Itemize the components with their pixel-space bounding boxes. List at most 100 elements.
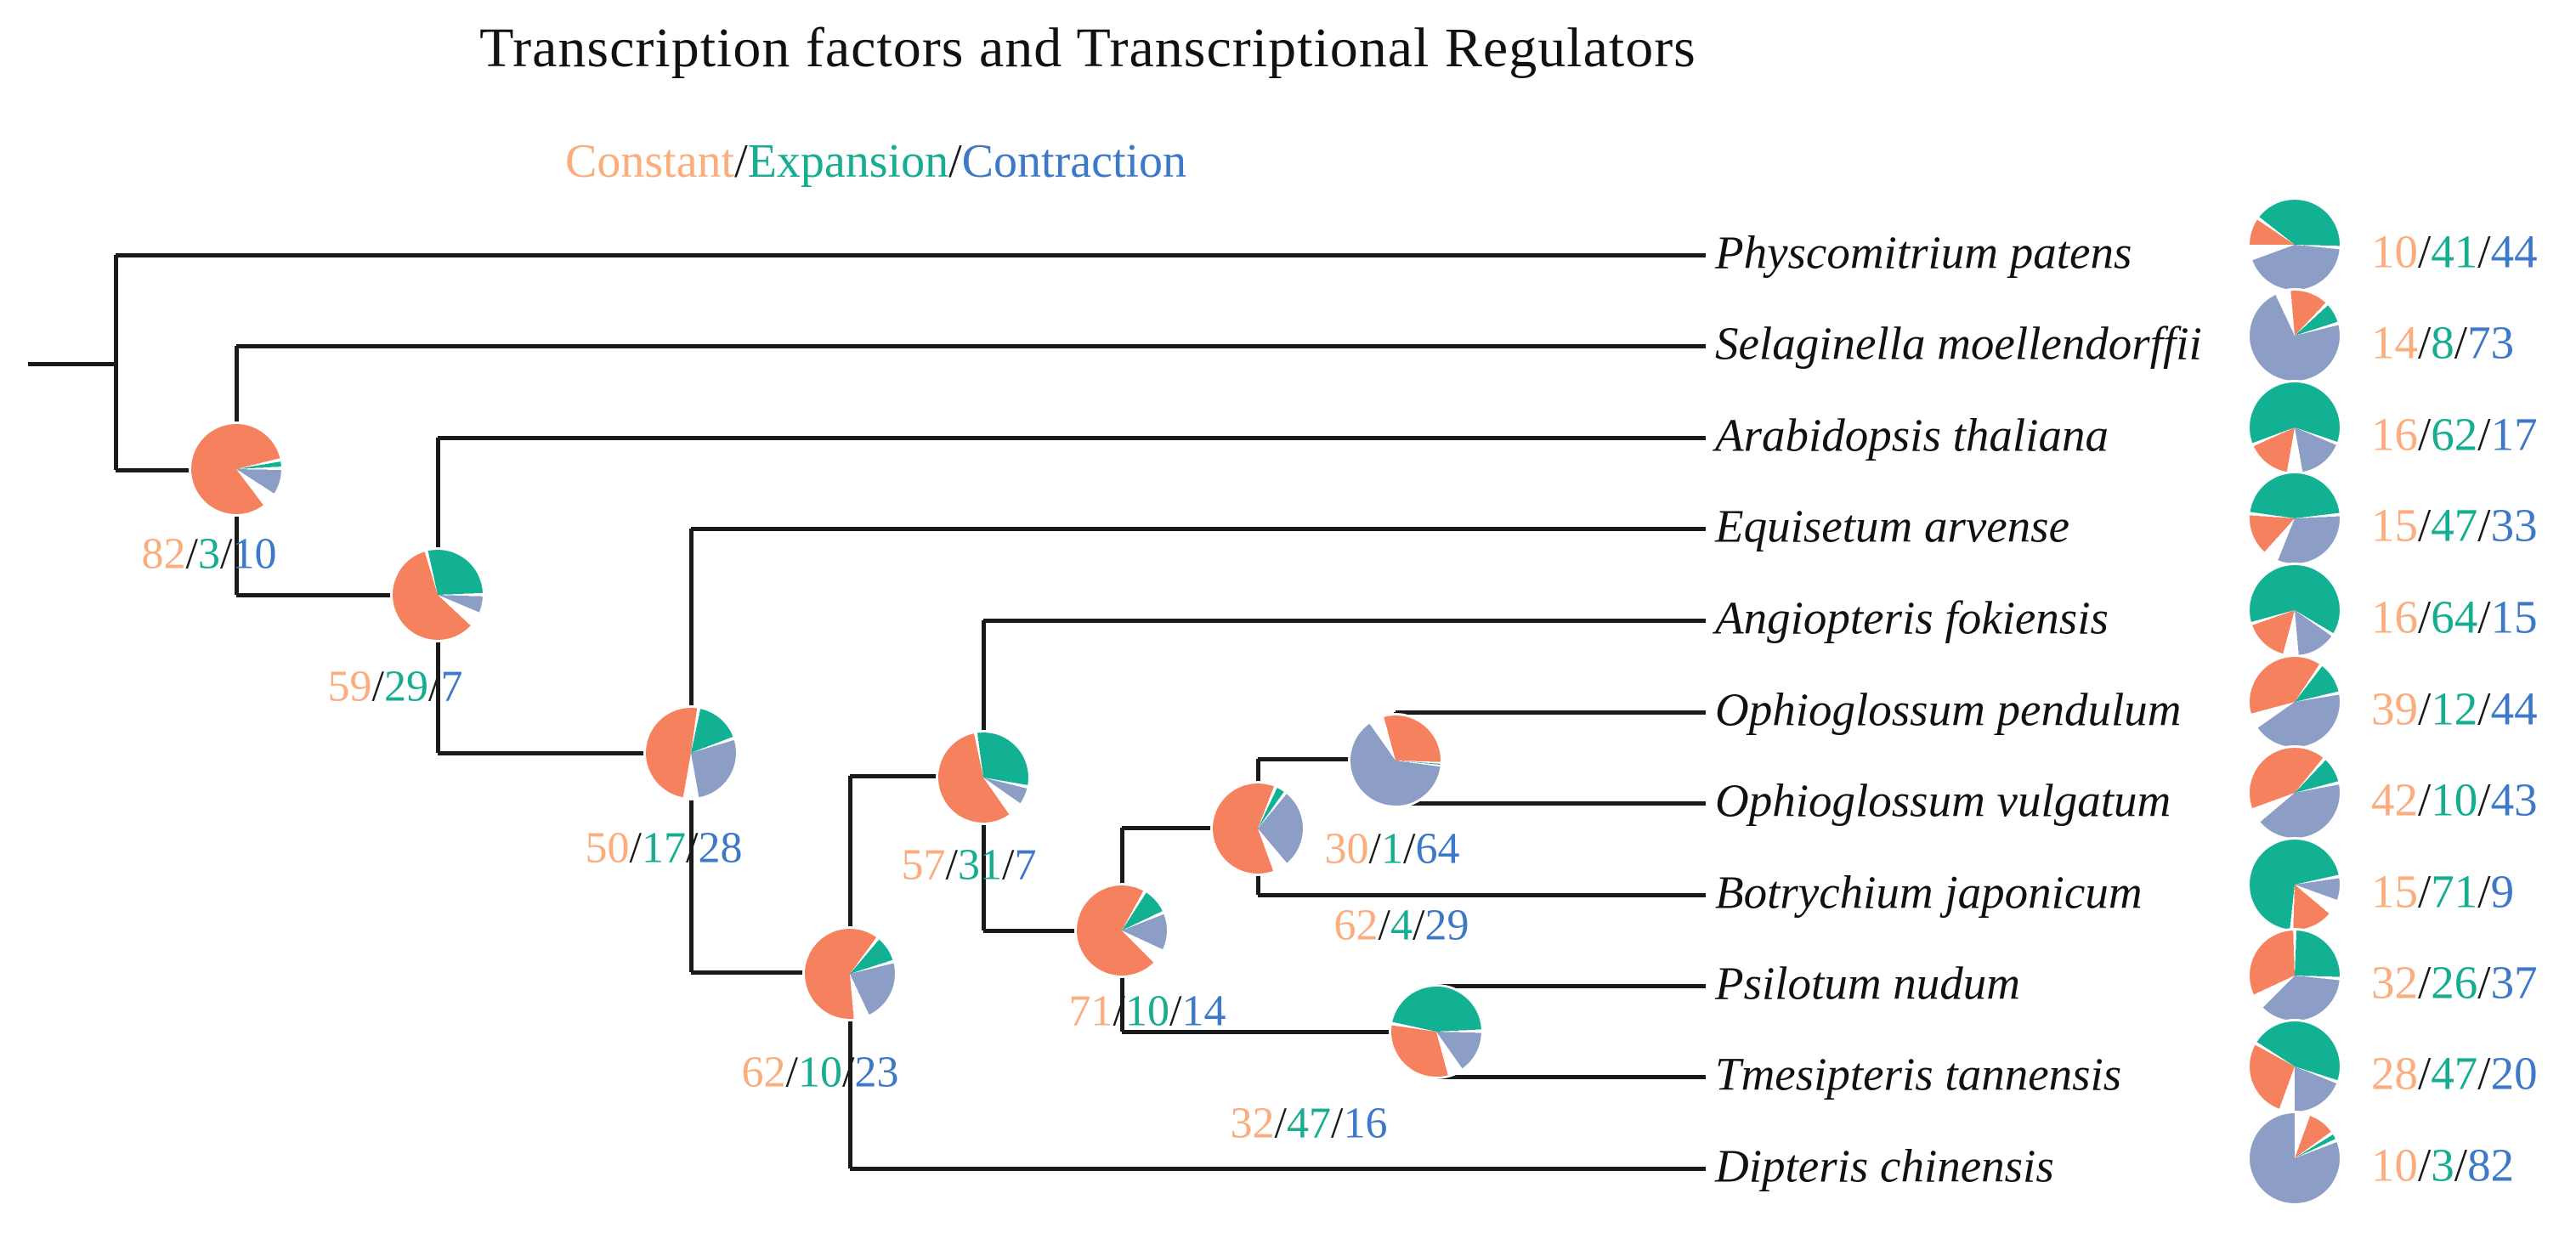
expansion-value: 1	[1381, 824, 1403, 874]
expansion-value: 47	[1287, 1099, 1331, 1148]
constant-value: 71	[1068, 987, 1113, 1036]
species-name-tmesipteris-tannensis: Tmesipteris tannensis	[1715, 1048, 2122, 1100]
value-separator: /	[2477, 682, 2491, 735]
contraction-value: 73	[2467, 316, 2515, 369]
value-separator: /	[629, 823, 642, 873]
contraction-value: 15	[2490, 591, 2538, 643]
expansion-value: 47	[2431, 499, 2478, 551]
value-separator: /	[185, 529, 198, 579]
legend-contraction: Contraction	[961, 135, 1187, 188]
tip-pie-botrychium-japonicum	[2250, 840, 2340, 930]
value-separator: /	[2477, 499, 2491, 551]
internal-node-57-31-7-pie	[938, 732, 1028, 823]
value-separator: /	[2418, 682, 2432, 735]
tip-pie-selaginella-moellendorffii	[2250, 291, 2340, 381]
tip-pie-psilotum-nudum	[2250, 930, 2340, 1021]
internal-node-57-31-7-label: 57/31/7	[902, 840, 1037, 891]
tree-branch-horizontal	[850, 1166, 1706, 1171]
tree-branch-vertical	[113, 255, 118, 470]
value-separator: /	[220, 529, 233, 579]
tip-values-psilotum-nudum: 32/26/37	[2371, 956, 2538, 1010]
contraction-value: 28	[698, 823, 743, 873]
tree-branch-horizontal	[236, 592, 438, 597]
value-separator: /	[2454, 316, 2468, 369]
tip-values-botrychium-japonicum: 15/71/9	[2371, 865, 2514, 919]
tip-pie-arabidopsis-thaliana	[2250, 382, 2340, 472]
value-separator: /	[428, 662, 441, 711]
tip-pie-physcomitrium-patens	[2250, 200, 2340, 290]
value-separator: /	[1002, 840, 1015, 890]
tree-branch-horizontal	[1258, 756, 1396, 761]
constant-value: 15	[2371, 865, 2418, 918]
expansion-value: 31	[958, 840, 1002, 890]
internal-node-71-10-14-label: 71/10/14	[1069, 987, 1226, 1037]
value-separator: /	[2477, 225, 2491, 278]
value-separator: /	[2477, 773, 2491, 826]
expansion-value: 4	[1390, 901, 1413, 950]
value-separator: /	[2477, 865, 2491, 918]
expansion-value: 10	[798, 1048, 842, 1097]
internal-node-59-29-7-label: 59/29/7	[328, 662, 463, 712]
internal-node-50-17-28-pie	[646, 708, 736, 798]
expansion-value: 64	[2431, 591, 2478, 643]
value-separator: /	[1112, 987, 1125, 1036]
tree-branch-horizontal	[1258, 892, 1706, 897]
expansion-value: 17	[642, 823, 686, 873]
constant-value: 32	[2371, 956, 2418, 1009]
tip-values-ophioglossum-pendulum: 39/12/44	[2371, 682, 2538, 736]
expansion-value: 3	[198, 529, 220, 579]
tip-values-physcomitrium-patens: 10/41/44	[2371, 225, 2538, 279]
constant-value: 14	[2371, 316, 2418, 369]
species-name-dipteris-chinensis: Dipteris chinensis	[1715, 1140, 2054, 1192]
tree-branch-horizontal	[236, 343, 1706, 348]
expansion-value: 10	[2431, 773, 2478, 826]
constant-value: 57	[901, 840, 946, 890]
tip-values-arabidopsis-thaliana: 16/62/17	[2371, 408, 2538, 461]
value-separator: /	[2418, 773, 2432, 826]
internal-node-62-10-23-label: 62/10/23	[742, 1048, 899, 1098]
internal-node-50-17-28-label: 50/17/28	[586, 823, 743, 874]
tip-values-dipteris-chinensis: 10/3/82	[2371, 1139, 2514, 1192]
contraction-value: 44	[2490, 682, 2538, 735]
constant-value: 16	[2371, 591, 2418, 643]
tree-branch-horizontal	[983, 928, 1122, 933]
constant-value: 28	[2371, 1047, 2418, 1100]
tip-pie-dipteris-chinensis	[2250, 1113, 2340, 1203]
tip-values-tmesipteris-tannensis: 28/47/20	[2371, 1047, 2538, 1100]
value-separator: /	[2477, 1047, 2491, 1100]
value-separator: /	[2418, 1139, 2432, 1191]
figure-title: Transcription factors and Transcriptiona…	[479, 17, 1696, 79]
tree-branch-horizontal	[1396, 710, 1706, 715]
species-name-psilotum-nudum: Psilotum nudum	[1715, 957, 2021, 1010]
species-name-ophioglossum-vulgatum: Ophioglossum vulgatum	[1715, 774, 2171, 827]
tree-branch-horizontal	[691, 970, 850, 975]
contraction-value: 7	[1014, 840, 1037, 890]
value-separator: /	[1331, 1099, 1344, 1148]
tree-branch-horizontal	[116, 252, 1706, 257]
tip-pie-ophioglossum-pendulum	[2250, 657, 2340, 747]
contraction-value: 17	[2490, 408, 2538, 461]
species-name-physcomitrium-patens: Physcomitrium patens	[1715, 226, 2132, 279]
expansion-value: 26	[2431, 956, 2478, 1009]
constant-value: 10	[2371, 1139, 2418, 1191]
tip-pie-angiopteris-fokiensis	[2250, 565, 2340, 655]
value-separator: /	[2418, 591, 2432, 643]
contraction-value: 23	[854, 1048, 899, 1097]
contraction-value: 9	[2490, 865, 2515, 918]
value-separator: /	[1378, 901, 1390, 950]
value-separator: /	[2477, 408, 2491, 461]
expansion-value: 41	[2431, 225, 2478, 278]
tip-pie-ophioglossum-vulgatum	[2250, 748, 2340, 838]
value-separator: /	[2454, 1139, 2468, 1191]
constant-value: 62	[741, 1048, 786, 1097]
constant-value: 16	[2371, 408, 2418, 461]
legend: Constant/Expansion/Contraction	[565, 134, 1186, 189]
tree-branch-horizontal	[1122, 825, 1258, 830]
internal-node-62-4-29-label: 62/4/29	[1334, 901, 1469, 951]
expansion-value: 12	[2431, 682, 2478, 735]
tip-values-angiopteris-fokiensis: 16/64/15	[2371, 591, 2538, 644]
value-separator: /	[785, 1048, 798, 1097]
tree-branch-horizontal	[1396, 800, 1706, 806]
contraction-value: 7	[440, 662, 463, 711]
internal-node-62-4-29-pie	[1213, 783, 1303, 874]
